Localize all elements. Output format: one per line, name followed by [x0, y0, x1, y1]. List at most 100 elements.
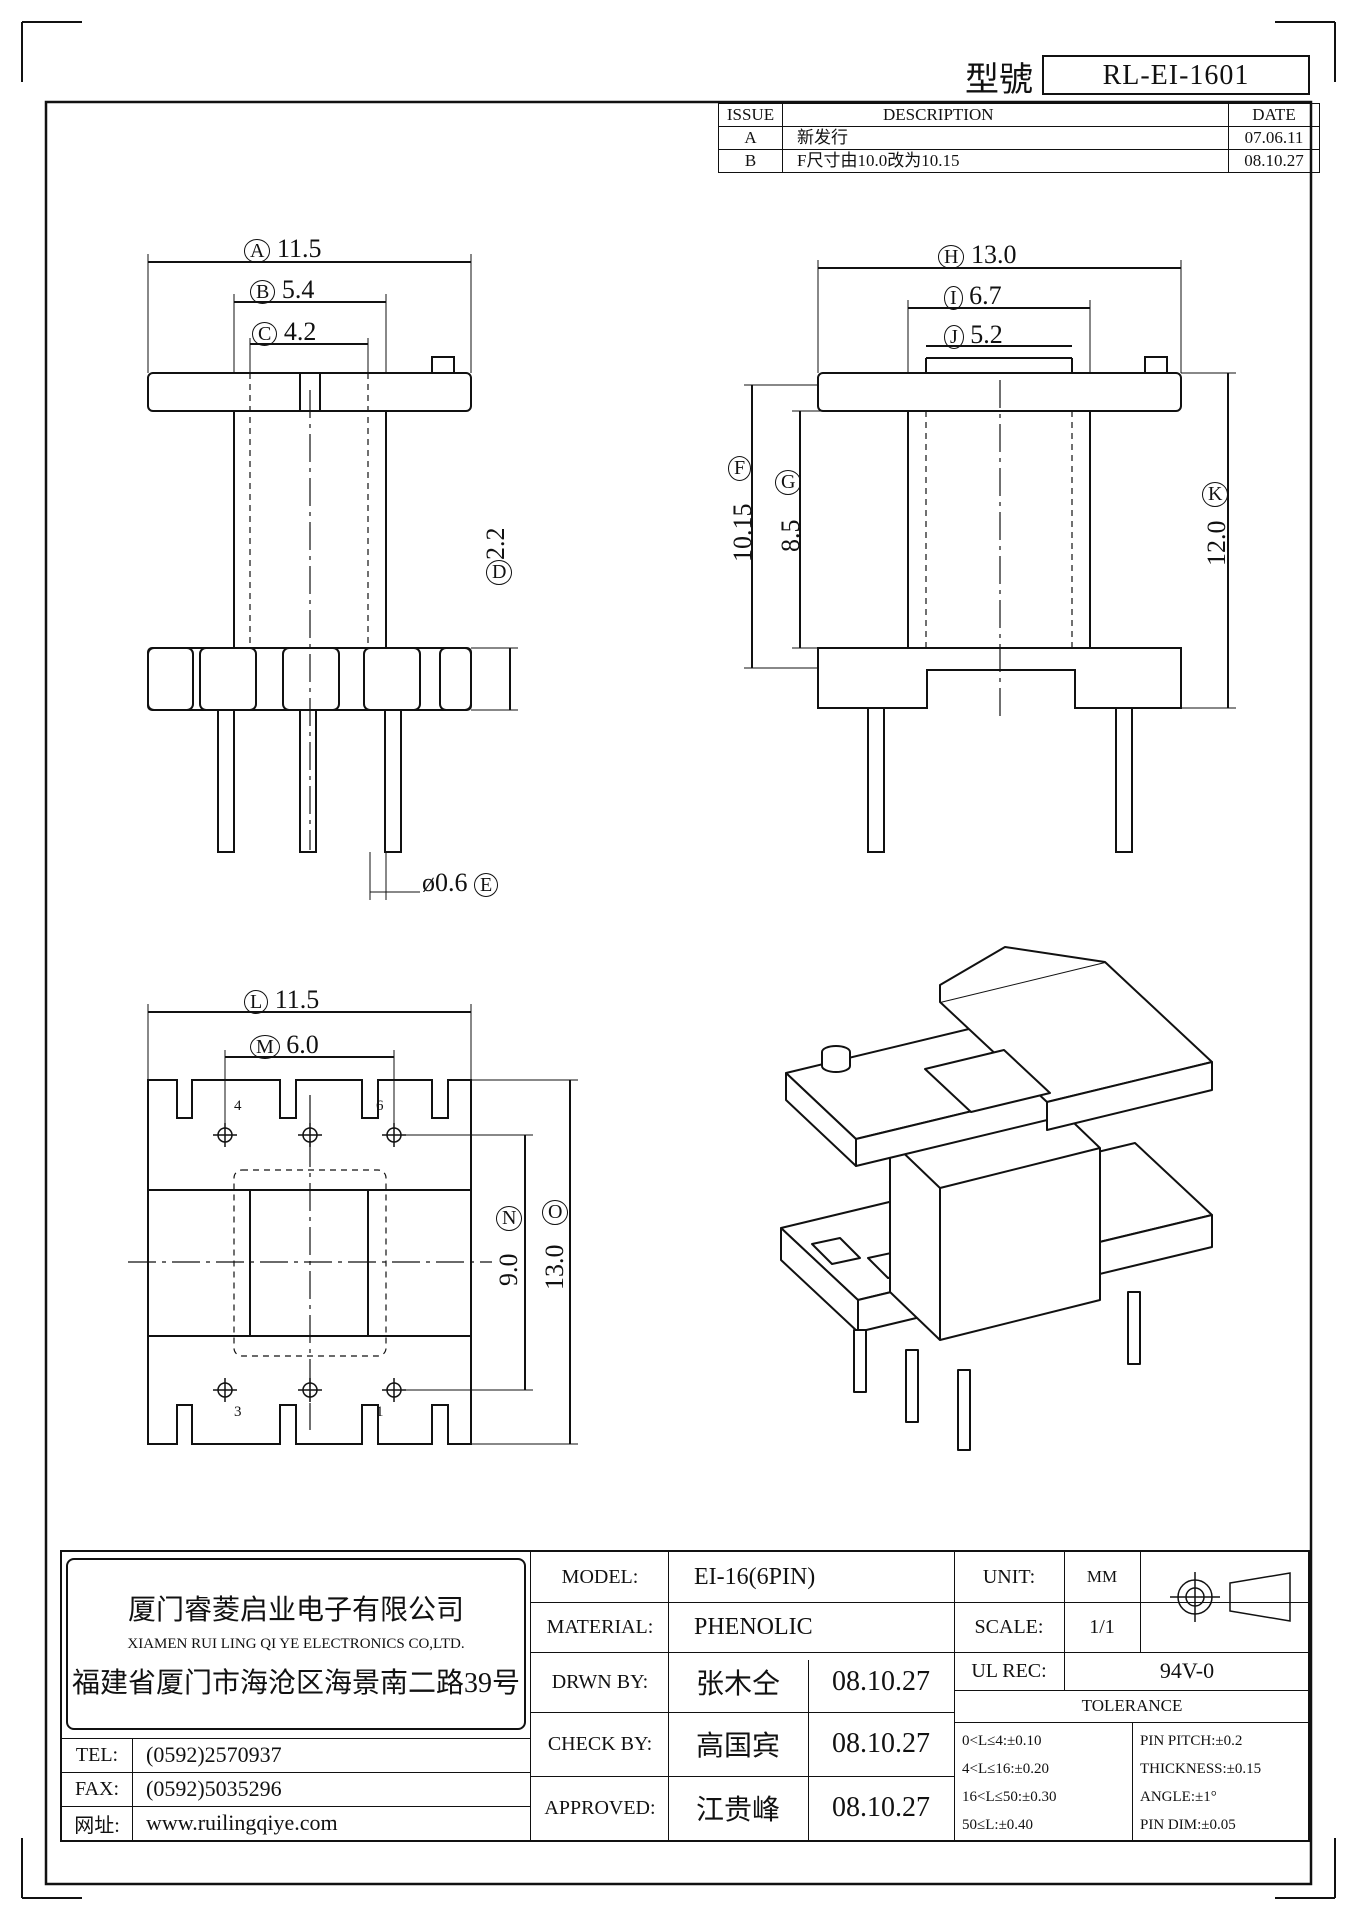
pin-label-3: 3 — [234, 1404, 242, 1420]
revision-date: 07.06.11 — [1228, 126, 1320, 150]
tolerance-row: 16<L≤50:±0.30 — [962, 1788, 1057, 1805]
dim-E: ø0.6 E — [422, 868, 499, 898]
dim-D: 2.2 — [481, 528, 511, 561]
dim-E-letter: E — [474, 873, 499, 897]
model-label: 型號 — [965, 62, 1033, 99]
dim-K-value: 12.0 — [1202, 520, 1231, 567]
dim-M-letter: M — [250, 1035, 280, 1059]
ul-rec-value: 94V-0 — [1159, 1658, 1215, 1683]
tolerance-spec: ANGLE:±1° — [1140, 1788, 1217, 1805]
dim-J-letter: J — [944, 325, 964, 349]
scale-label: SCALE: — [974, 1615, 1044, 1638]
pin-label-4: 4 — [234, 1098, 242, 1114]
dim-F-letter: F — [728, 456, 752, 481]
check-date: 08.10.27 — [832, 1728, 930, 1759]
company-name-en: XIAMEN RUI LING QI YE ELECTRONICS CO,LTD… — [127, 1635, 465, 1652]
model-field-value: EI-16(6PIN) — [694, 1563, 816, 1590]
dim-K-letter: K — [1202, 482, 1229, 507]
revision-issue: B — [718, 149, 783, 173]
dim-C-value: 4.2 — [283, 317, 317, 346]
dim-I-letter: I — [944, 286, 963, 310]
tolerance-spec: PIN DIM:±0.05 — [1140, 1816, 1236, 1833]
drawn-date: 08.10.27 — [832, 1666, 930, 1697]
revision-table: ISSUE DESCRIPTION DATE A 新发行 07.06.11 B … — [718, 103, 1320, 173]
revision-date: 08.10.27 — [1228, 149, 1320, 173]
dim-M: M 6.0 — [250, 1030, 319, 1060]
dim-L: L 11.5 — [244, 985, 319, 1015]
dim-N: 9.0 — [494, 1254, 524, 1287]
dim-G-value: 8.5 — [776, 519, 805, 553]
web-link[interactable]: www.ruilingqiye.com — [146, 1810, 338, 1835]
dim-F-value: 10.15 — [728, 503, 757, 563]
tel-value: (0592)2570937 — [146, 1742, 282, 1767]
dim-A-letter: A — [244, 239, 271, 263]
dim-H: H 13.0 — [938, 240, 1016, 270]
dim-O-value: 13.0 — [540, 1244, 569, 1291]
tel-label: TEL: — [75, 1743, 119, 1766]
dim-A: A 11.5 — [244, 234, 322, 264]
side-view — [744, 260, 1236, 853]
dim-O: 13.0 — [540, 1245, 570, 1291]
web-label: 网址: — [74, 1814, 120, 1837]
dim-G-letter: G — [775, 470, 802, 495]
dim-B-value: 5.4 — [281, 275, 315, 304]
revision-header-row: ISSUE DESCRIPTION DATE — [718, 103, 1320, 127]
dim-C-letter: C — [252, 322, 278, 346]
ul-rec-label: UL REC: — [971, 1659, 1047, 1682]
revision-col-issue: ISSUE — [718, 103, 783, 127]
revision-description: 新发行 — [782, 126, 1229, 150]
tolerance-spec: THICKNESS:±0.15 — [1140, 1760, 1262, 1777]
title-block: 厦门睿菱启业电子有限公司 XIAMEN RUI LING QI YE ELECT… — [60, 1550, 1310, 1842]
model-field-label: MODEL: — [561, 1565, 639, 1588]
bottom-view — [128, 1004, 578, 1445]
dim-L-value: 11.5 — [274, 985, 320, 1014]
dim-O-letter: O — [542, 1200, 569, 1225]
revision-col-description: DESCRIPTION — [782, 103, 1229, 127]
dim-L-letter: L — [244, 990, 269, 1014]
dim-E-value: ø0.6 — [422, 868, 468, 897]
dim-A-value: 11.5 — [276, 234, 322, 263]
dim-I-value: 6.7 — [969, 281, 1002, 310]
approved-name: 江贵峰 — [695, 1795, 780, 1826]
company-box: 厦门睿菱启业电子有限公司 XIAMEN RUI LING QI YE ELECT… — [66, 1558, 526, 1730]
dim-D-letter: D — [486, 560, 513, 585]
dim-C: C 4.2 — [252, 317, 316, 347]
dim-H-value: 13.0 — [970, 240, 1017, 269]
unit-value: MM — [1086, 1567, 1118, 1586]
revision-col-date: DATE — [1228, 103, 1320, 127]
fax-value: (0592)5035296 — [146, 1776, 282, 1801]
dim-H-letter: H — [938, 245, 965, 269]
projection-symbol — [1170, 1572, 1291, 1622]
company-name-cn: 厦门睿菱启业电子有限公司 — [127, 1594, 464, 1626]
dim-F: 10.15 — [728, 504, 758, 563]
tolerance-row: 50≤L:±0.40 — [962, 1816, 1034, 1833]
dim-B-letter: B — [250, 280, 276, 304]
dim-M-value: 6.0 — [286, 1030, 319, 1059]
dim-N-value: 9.0 — [494, 1253, 523, 1287]
company-address: 福建省厦门市海沧区海景南二路39号 — [71, 1667, 520, 1699]
material-label: MATERIAL: — [546, 1615, 654, 1638]
fax-label: FAX: — [74, 1777, 120, 1800]
scale-value: 1/1 — [1089, 1615, 1115, 1638]
drawn-by-label: DRWN BY: — [551, 1670, 649, 1693]
unit-label: UNIT: — [982, 1565, 1036, 1588]
tolerance-spec: PIN PITCH:±0.2 — [1140, 1732, 1243, 1749]
revision-description: F尺寸由10.0改为10.15 — [782, 149, 1229, 173]
dim-B: B 5.4 — [250, 275, 314, 305]
dim-D-value: 2.2 — [481, 527, 510, 561]
tolerance-row: 4<L≤16:±0.20 — [962, 1760, 1050, 1777]
dim-J-value: 5.2 — [970, 320, 1003, 349]
model-number: RL-EI-1601 — [1042, 55, 1310, 95]
pin-label-6: 6 — [376, 1098, 384, 1114]
dim-N-letter: N — [496, 1206, 523, 1231]
tolerance-row: 0<L≤4:±0.10 — [962, 1732, 1042, 1749]
pin-label-1: 1 — [376, 1404, 384, 1420]
material-value: PHENOLIC — [694, 1613, 813, 1640]
drawn-by-name: 张木仝 — [695, 1669, 780, 1700]
dim-J: J 5.2 — [944, 320, 1003, 350]
dim-K: 12.0 — [1202, 521, 1232, 567]
tolerance-header: TOLERANCE — [1081, 1696, 1183, 1715]
revision-row: A 新发行 07.06.11 — [718, 126, 1320, 150]
dim-I: I 6.7 — [944, 281, 1002, 311]
